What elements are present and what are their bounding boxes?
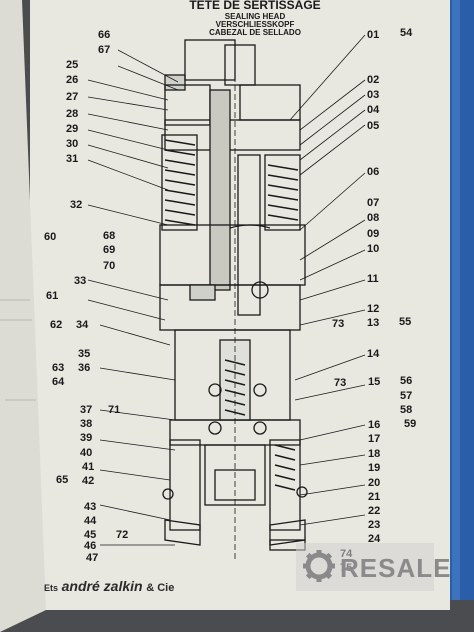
part-label: 24 [368,533,381,545]
part-label: 40 [80,447,93,459]
company-suffix: & Cie [146,582,175,594]
part-label: 01 [367,29,380,41]
part-label: 30 [66,138,79,150]
part-label: 66 [98,29,111,41]
part-label: 42 [82,475,95,487]
part-label: 61 [46,290,59,302]
part-label: 68 [103,230,116,242]
part-label: 62 [50,319,63,331]
part-label: 72 [116,529,129,541]
company-prefix: Ets [44,583,59,593]
part-label: 44 [84,515,97,527]
part-label: 25 [66,59,79,71]
part-label: 54 [400,27,413,39]
part-label: 38 [80,418,93,430]
resale-watermark: RESALE [296,543,450,591]
part-label: 73 [334,377,347,389]
part-label: 65 [56,474,69,486]
part-label: 16 [368,419,381,431]
title-german: VERSCHLIESSKOPF [215,20,295,29]
binder-edge [448,0,474,600]
part-label: 17 [368,433,381,445]
part-label: 67 [98,44,111,56]
part-label: 31 [66,153,79,165]
part-label: 69 [103,244,116,256]
part-label: 71 [108,404,121,416]
company-name: andré zalkin [61,578,143,594]
part-label: 58 [400,404,413,416]
part-label: 09 [367,228,380,240]
title-french: TETE DE SERTISSAGE [189,0,321,12]
left-page [0,0,46,632]
part-label: 55 [399,316,412,328]
part-label: 18 [368,448,381,460]
part-label: 39 [80,432,93,444]
part-label: 22 [368,505,381,517]
part-label: 20 [368,477,381,489]
title-spanish: CABEZAL DE SELLADO [209,28,301,37]
part-label: 26 [66,74,79,86]
part-label: 36 [78,362,91,374]
part-label: 11 [367,273,379,285]
part-label: 04 [367,104,380,116]
part-label: 21 [368,491,381,503]
part-label: 32 [70,199,83,211]
part-label: 02 [367,74,380,86]
part-label: 07 [367,197,380,209]
part-label: 56 [400,375,413,387]
part-label: 19 [368,462,381,474]
title-english: SEALING HEAD [224,12,286,21]
leader-lines [87,34,366,546]
part-label: 47 [86,552,99,564]
part-label: 73 [332,318,345,330]
part-label: 15 [368,376,381,388]
part-label: 60 [44,231,57,243]
part-label: 14 [367,348,380,360]
part-label: 33 [74,275,87,287]
sealing-head-drawing [159,39,308,560]
part-label: 37 [80,404,93,416]
part-label: 05 [367,120,380,132]
part-label: 27 [66,91,79,103]
part-label: 59 [404,418,417,430]
watermark-text: RESALE [340,553,452,583]
company-footer: Ets andré zalkin & Cie [44,578,174,594]
part-label: 13 [367,317,380,329]
part-label: 63 [52,362,65,374]
part-label: 10 [367,243,380,255]
part-label: 03 [367,89,380,101]
gear-icon [303,550,335,582]
part-label: 64 [52,376,65,388]
part-label: 45 [84,529,97,541]
part-label: 43 [84,501,97,513]
part-label: 46 [84,540,97,552]
part-label: 35 [78,348,91,360]
part-label: 06 [367,166,380,178]
part-label: 34 [76,319,89,331]
part-label: 70 [103,260,116,272]
part-label: 12 [367,303,380,315]
part-label: 08 [367,212,380,224]
part-label: 57 [400,390,413,402]
part-label: 28 [66,108,79,120]
part-label: 29 [66,123,79,135]
part-label: 23 [368,519,381,531]
part-label: 41 [82,461,95,473]
